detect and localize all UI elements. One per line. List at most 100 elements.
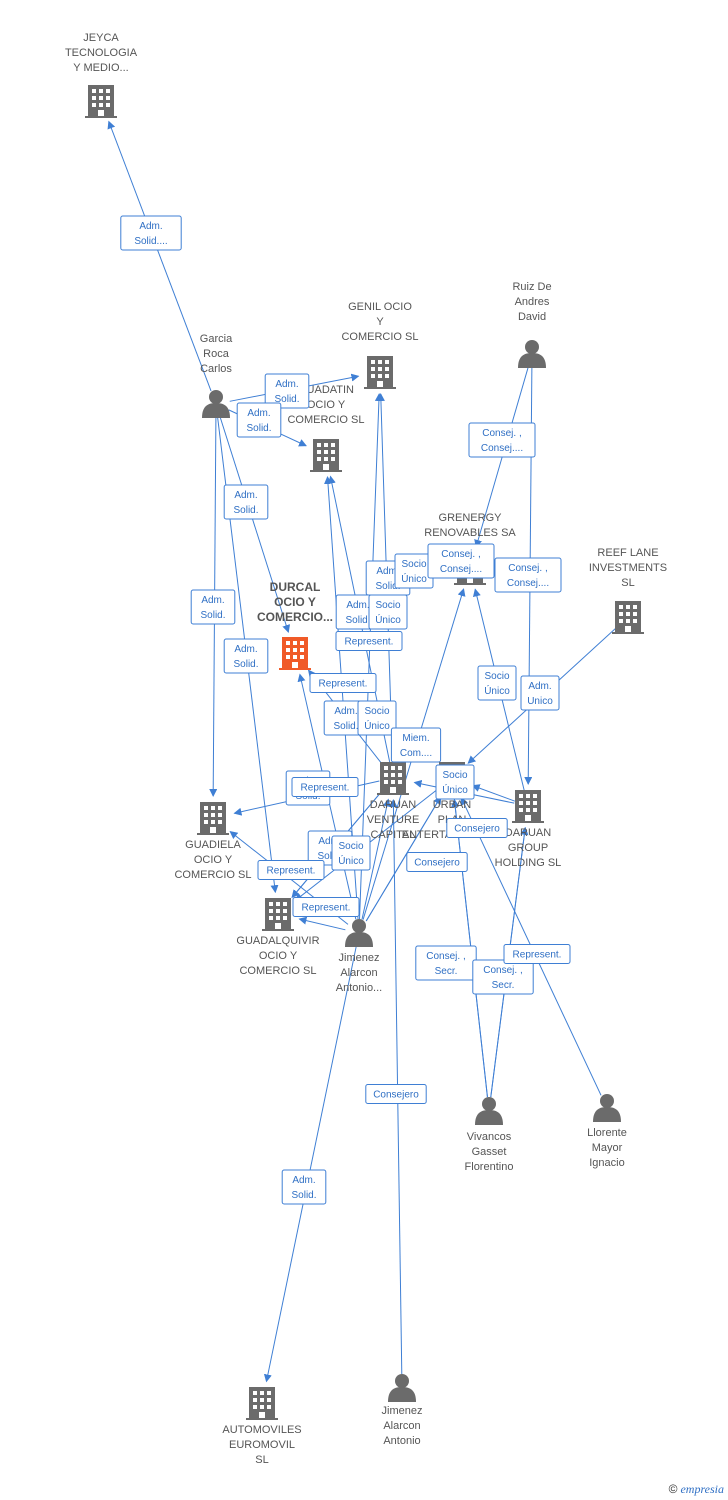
edge-label-text: Adm. [346, 600, 369, 611]
node-label: Y [376, 316, 384, 328]
node-jimenez1[interactable]: JimenezAlarconAntonio... [336, 919, 382, 994]
edge-label[interactable]: Consej. ,Consej.... [468, 422, 536, 458]
edge-label-text: Consej.... [440, 564, 482, 575]
edge-label-text: Represent. [302, 903, 351, 914]
edge-label-text: Único [375, 613, 401, 626]
edge-label-text: Secr. [435, 966, 458, 977]
edge-label[interactable]: Consej. ,Secr. [472, 959, 534, 995]
edge-label-text: Adm. [528, 681, 551, 692]
node-label: SL [621, 577, 634, 589]
edge-label[interactable]: Consejero [365, 1084, 427, 1104]
edge-label-box [223, 484, 269, 520]
edge-label-box [427, 543, 495, 579]
edge-label[interactable]: Adm.Solid. [223, 484, 269, 520]
edge-label-text: Adm. [234, 490, 257, 501]
edge-label[interactable]: Represent. [292, 897, 360, 917]
building-icon [612, 601, 644, 634]
edge-label-text: Solid.... [134, 236, 167, 247]
node-label: GROUP [508, 842, 548, 854]
edge-label[interactable]: Consejero [406, 852, 468, 872]
edge-label-box [281, 1169, 327, 1205]
edge-label-text: Adm. [139, 221, 162, 232]
edge-label-text: Solid. [333, 721, 358, 732]
edge-jimenez1-urban [365, 796, 442, 922]
node-label: Antonio [383, 1435, 420, 1447]
node-label: David [518, 311, 546, 323]
edge-label-text: Solid. [317, 851, 342, 862]
edge-label[interactable]: Adm.Solid. [190, 589, 236, 625]
node-label: Jimenez [339, 952, 380, 964]
edge-label[interactable]: Represent. [503, 944, 571, 964]
brand-logo: empresia [680, 1482, 724, 1496]
edge-label-text: Consej. , [441, 549, 480, 560]
edge-label[interactable]: Adm.Solid. [264, 373, 310, 409]
node-label: Llorente [587, 1127, 627, 1139]
node-label: TECNOLOGIA [65, 47, 138, 59]
edge-label-text: Consej. , [482, 428, 521, 439]
edge-label[interactable]: Adm. Solid.... [120, 215, 182, 251]
building-icon [246, 1387, 278, 1420]
edge-label-text: Adm. [201, 595, 224, 606]
node-label: GENIL OCIO [348, 301, 412, 313]
edge-label-text: Com.... [400, 748, 432, 759]
edge-label[interactable]: Represent. [257, 860, 325, 880]
node-label: DARUAN [370, 799, 417, 811]
edge-label[interactable]: Represent. [291, 777, 359, 797]
node-label: Florentino [465, 1161, 514, 1173]
edge-label-text: Miem. [402, 733, 429, 744]
edge-label[interactable]: Represent. [335, 631, 403, 651]
edge-label-box [292, 897, 360, 917]
edge-label[interactable]: Adm.Unico [520, 675, 560, 711]
edge-label-text: Socio [442, 770, 467, 781]
footer-brand[interactable]: © empresia [669, 1482, 724, 1497]
edge-label[interactable]: Consejero [446, 818, 508, 838]
edge-label[interactable]: Consej. , Consej.... [427, 543, 495, 579]
edge-label[interactable]: Adm.Solid. [223, 638, 269, 674]
edge-label[interactable]: Adm.Solid. [281, 1169, 327, 1205]
edge-garcia-jeyca [107, 120, 212, 392]
edge-label-box [503, 944, 571, 964]
edge-label[interactable]: Represent. [309, 673, 377, 693]
edge-daruan_group-urban [471, 784, 516, 802]
edge-label-box [365, 1084, 427, 1104]
node-label: GUADATIN [298, 384, 354, 396]
edge-label[interactable]: Adm.Solid. [236, 402, 282, 438]
edge-label-text: Consejero [454, 824, 500, 835]
node-label: Andres [515, 296, 550, 308]
edge-label-box [435, 764, 475, 800]
edge-label-box [406, 852, 468, 872]
edge-label-text: Solid. [246, 423, 271, 434]
edge-label-box [477, 665, 517, 701]
edge-label[interactable]: Consej. ,Secr. [415, 945, 477, 981]
edge-label-box [494, 557, 562, 593]
edge-label[interactable]: Adm.Solid. [323, 700, 369, 736]
edge-label-text: Único [364, 719, 390, 732]
node-label: GUADALQUIVIR [236, 935, 319, 947]
edge-label[interactable]: Consej. ,Consej.... [494, 557, 562, 593]
copyright-symbol: © [668, 1482, 678, 1496]
edge-label[interactable]: Miem. Com.... [390, 727, 442, 763]
